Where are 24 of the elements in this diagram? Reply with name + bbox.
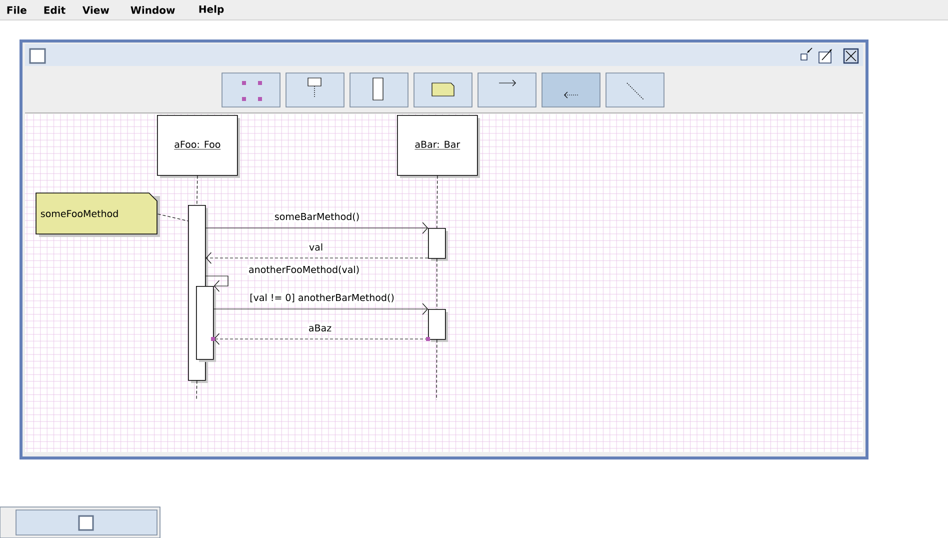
menu-item: Help	[199, 5, 224, 15]
return-arrow	[206, 252, 428, 264]
activation-bar	[428, 228, 448, 261]
lifeline	[196, 176, 198, 206]
menu-item: File	[7, 6, 26, 14]
object-box: aFoo: Foo	[157, 115, 240, 178]
object-box: aBar: Bar	[397, 115, 480, 178]
lifeline	[436, 340, 438, 400]
lifeline	[196, 380, 198, 400]
message-arrow	[206, 222, 428, 234]
activation-bar	[196, 286, 216, 362]
menu-item: Window	[130, 6, 175, 14]
menu-item: View	[82, 6, 110, 14]
note-box: someFooMethod	[36, 192, 160, 237]
edge-label: anotherFooMethod(val)	[248, 264, 361, 276]
lifeline	[436, 176, 438, 228]
edge-label: [val != 0] anotherBarMethod()	[248, 292, 396, 304]
message-arrow	[206, 276, 228, 292]
message-arrow	[214, 303, 428, 315]
return-arrow	[214, 333, 428, 345]
note-connector	[158, 214, 188, 222]
menu-item: Edit	[44, 6, 66, 14]
activation-bar	[428, 309, 448, 342]
lifeline	[436, 258, 438, 310]
